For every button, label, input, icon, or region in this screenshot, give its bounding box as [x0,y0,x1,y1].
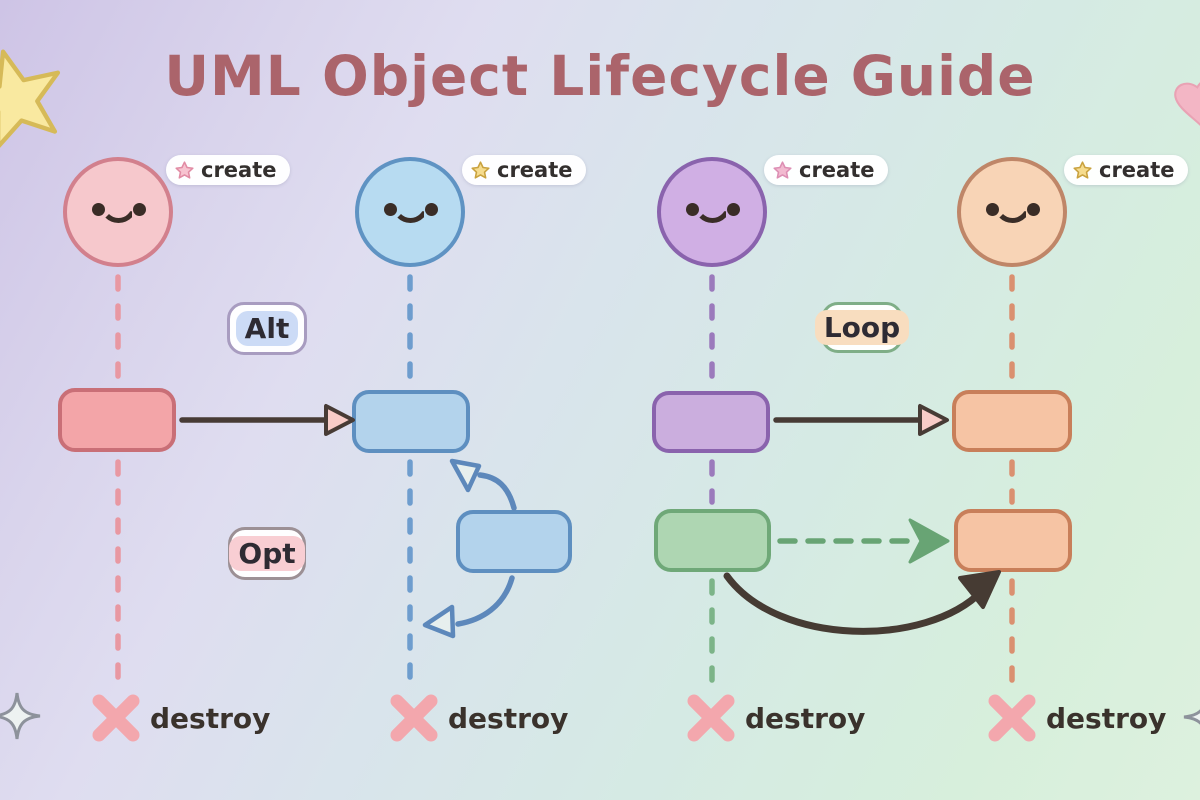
smile-icon [100,201,137,223]
fragment-badge-alt: Alt [227,302,307,355]
self-call-arrows [422,458,517,639]
curved-callback-arrow [723,570,1001,635]
x-icon [390,694,438,742]
activation-box-green [654,509,771,572]
star-icon [773,160,792,179]
create-badge-orange: create [1064,155,1188,185]
activation-box-orange-2 [954,509,1072,572]
star-icon [1073,160,1092,179]
activation-box-purple [652,391,770,453]
smile-icon [694,201,731,223]
create-label: create [1099,158,1175,182]
star-icon [471,160,490,179]
fragment-alt-label: Alt [235,310,299,347]
corner-decorations [0,49,1200,740]
message-arrow-1 [179,404,355,436]
open-arrowhead-icon [422,604,456,639]
message-arrow-2 [773,404,949,436]
sparkle-decoration [1183,709,1200,725]
page-title: UML Object Lifecycle Guide [164,44,1036,108]
lifeline-head-orange [957,157,1067,267]
sparkle-decoration [0,692,41,740]
fragment-opt-label: Opt [229,535,305,572]
arrowhead-icon [918,404,949,436]
create-badge-blue: create [462,155,586,185]
x-icon [92,694,140,742]
arrowhead-icon [324,404,355,436]
destroy-label: destroy [745,702,866,735]
lifeline-head-blue [355,157,465,267]
star-icon [175,160,194,179]
create-label: create [497,158,573,182]
lifeline-head-purple [657,157,767,267]
fragment-badge-loop: Loop [814,302,910,353]
destroy-x-icons [92,694,1036,742]
create-label: create [201,158,277,182]
destroy-label: destroy [150,702,271,735]
create-badge-purple: create [764,155,888,185]
dashed-return-arrow [777,518,950,564]
star-decoration [0,49,61,149]
activation-box-blue-offset [456,510,572,573]
x-icon [687,694,735,742]
arrowhead-icon [908,518,950,564]
heart-decoration [1174,77,1200,135]
lifeline-dashes [115,274,1015,694]
destroy-label: destroy [1046,702,1167,735]
activation-box-pink [58,388,176,452]
fragment-loop-label: Loop [814,309,910,346]
x-icon [988,694,1036,742]
create-label: create [799,158,875,182]
create-badge-pink: create [166,155,290,185]
smile-icon [392,201,429,223]
arrowhead-icon [958,570,1001,609]
lifeline-head-pink [63,157,173,267]
destroy-label: destroy [448,702,569,735]
open-arrowhead-icon [449,458,482,493]
smile-icon [994,201,1031,223]
activation-box-orange-1 [952,390,1072,452]
fragment-badge-opt: Opt [228,527,306,580]
